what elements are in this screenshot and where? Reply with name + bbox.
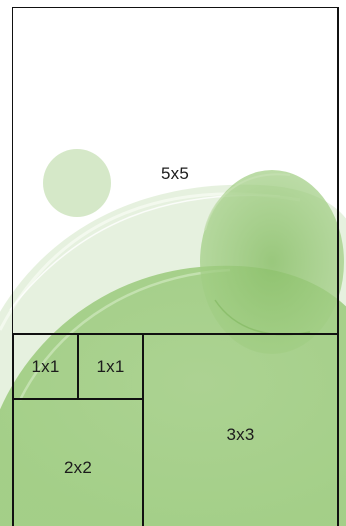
box-label-2x2: 2x2 <box>64 458 92 478</box>
box-1x1-left: 1x1 <box>12 333 79 400</box>
box-3x3: 3x3 <box>142 333 339 526</box>
box-label-5x5: 5x5 <box>161 164 189 184</box>
box-1x1-right: 1x1 <box>77 333 144 400</box>
box-label-3x3: 3x3 <box>226 425 254 445</box>
box-label-1x1-right: 1x1 <box>96 357 124 377</box>
box-5x5: 5x5 <box>12 7 339 335</box>
box-label-1x1-left: 1x1 <box>31 357 59 377</box>
box-2x2: 2x2 <box>12 398 144 526</box>
